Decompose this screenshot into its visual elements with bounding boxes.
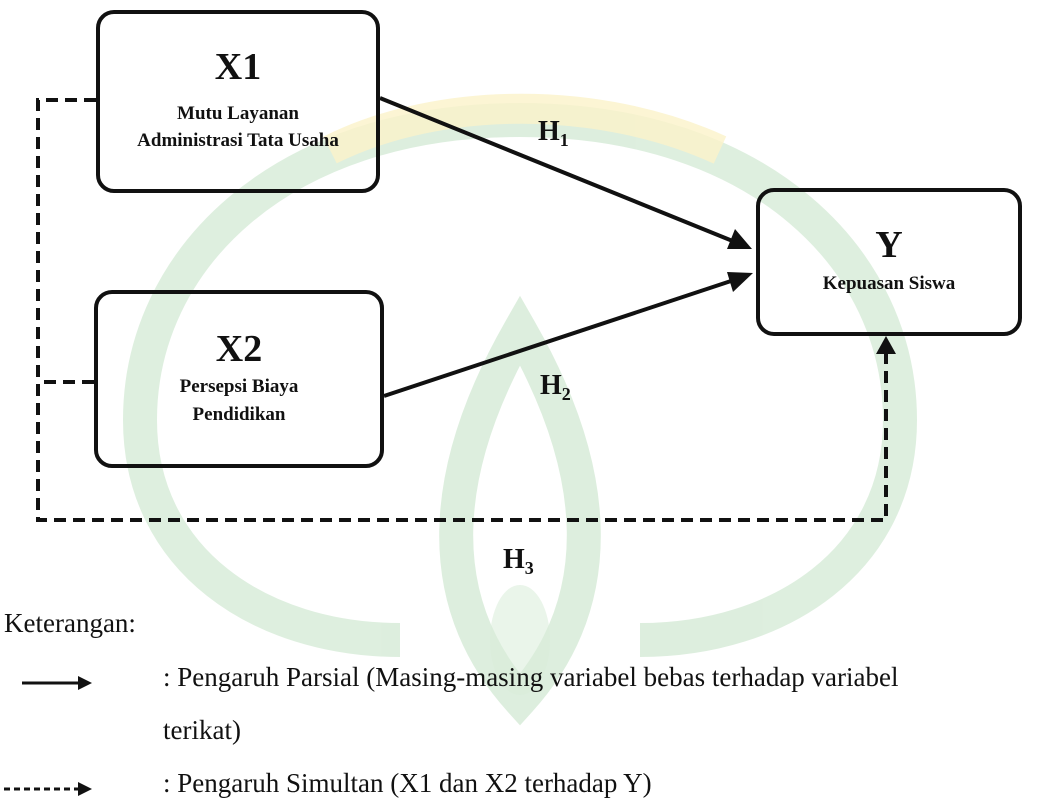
node-x1-desc-line-1: Mutu Layanan xyxy=(177,102,299,124)
arrowhead-h2 xyxy=(727,272,753,292)
node-y-desc-line-1: Kepuasan Siswa xyxy=(822,273,956,295)
node-x2-desc-line-1: Persepsi Biaya xyxy=(179,376,299,398)
node-x2-code: X2 xyxy=(215,327,263,370)
h2-subscript: 2 xyxy=(561,384,571,404)
edge-x1-y xyxy=(379,96,741,246)
node-x1-code: X1 xyxy=(214,46,262,88)
hypothesis-label-h1: H1 xyxy=(538,116,569,150)
legend-solid-description: : Pengaruh Parsial (Masing-masing variab… xyxy=(163,662,899,692)
h2-letter: H xyxy=(540,370,562,401)
edge-x2-y xyxy=(383,276,741,398)
arrowhead-h1 xyxy=(727,229,752,249)
legend-dashed-description: : Pengaruh Simultan (X1 dan X2 terhadap … xyxy=(163,768,652,798)
h1-letter: H xyxy=(538,116,560,147)
h3-letter: H xyxy=(503,544,525,575)
node-x1: X1 Mutu Layanan Administrasi Tata Usaha xyxy=(96,10,380,193)
hypothesis-label-h2: H2 xyxy=(540,370,571,404)
node-y: Y Kepuasan Siswa xyxy=(756,188,1022,336)
arrowhead-h3 xyxy=(876,336,896,354)
node-x2: X2 Persepsi Biaya Pendidikan xyxy=(94,290,384,468)
legend-solid-description-cont: terikat) xyxy=(163,715,241,745)
legend-dashed-arrowhead xyxy=(78,782,92,796)
edge-simultaneous xyxy=(36,98,888,522)
legend-solid-arrowhead xyxy=(78,676,92,690)
node-x1-desc-line-2: Administrasi Tata Usaha xyxy=(137,130,339,152)
h1-subscript: 1 xyxy=(559,130,569,150)
node-x2-desc-line-2: Pendidikan xyxy=(192,403,286,425)
node-y-code: Y xyxy=(875,224,903,267)
hypothesis-label-h3: H3 xyxy=(503,544,534,578)
legend-title: Keterangan: xyxy=(4,608,136,638)
h3-subscript: 3 xyxy=(524,558,534,578)
